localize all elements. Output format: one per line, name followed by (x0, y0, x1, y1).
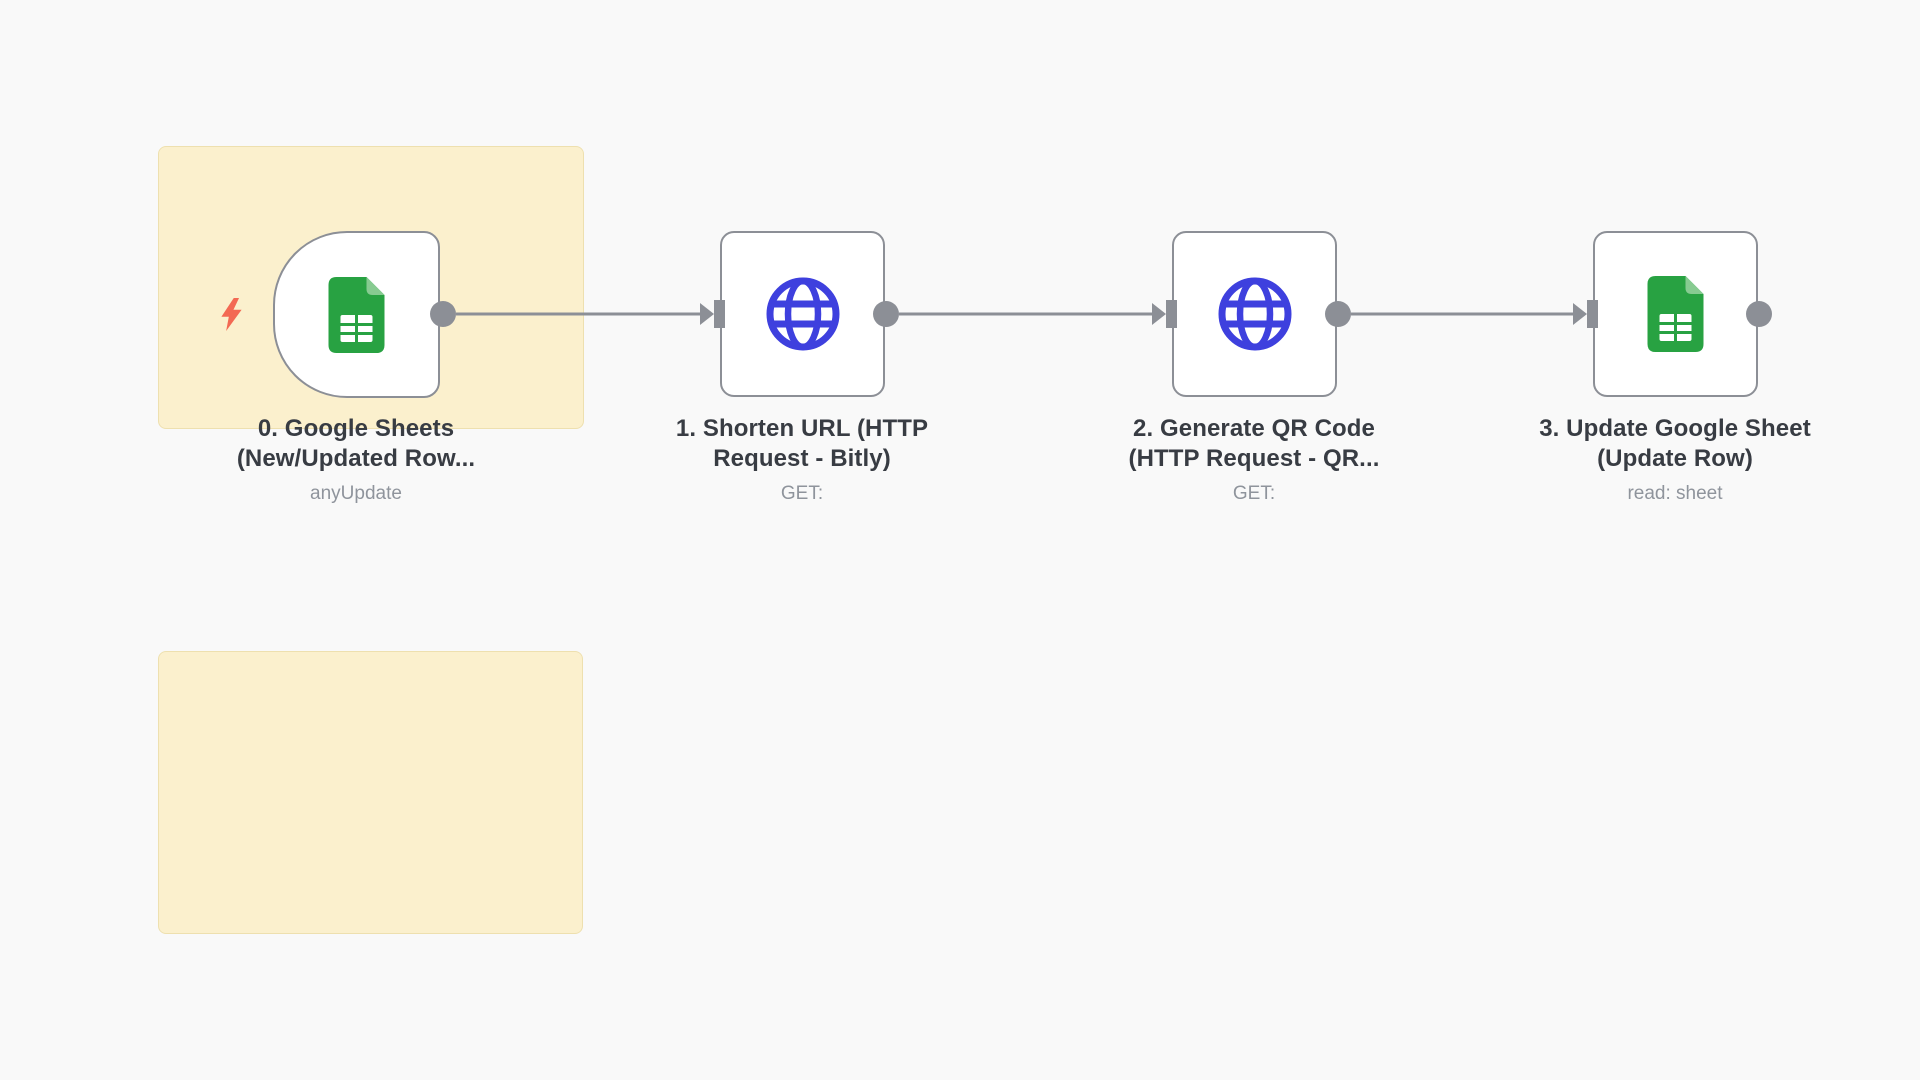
node-subtitle: GET: (1232, 483, 1276, 504)
lightning-trigger-icon (219, 298, 244, 336)
sticky-note-2[interactable] (158, 651, 583, 934)
node-title: 3. Update Google Sheet(Update Row) (1539, 415, 1811, 472)
node-shorten-url[interactable] (720, 231, 885, 397)
input-port-node3[interactable] (1573, 300, 1598, 328)
node-title: 2. Generate QR Code(HTTP Request - QR... (1128, 415, 1380, 472)
globe-icon (1218, 277, 1291, 351)
output-port-node3[interactable] (1746, 301, 1772, 327)
node-title: 0. Google Sheets(New/Updated Row... (236, 415, 476, 472)
output-port-node1[interactable] (873, 301, 899, 327)
google-sheets-icon (1647, 276, 1704, 352)
input-port-node1[interactable] (700, 300, 725, 328)
output-port-node0[interactable] (430, 301, 456, 327)
node-update-google-sheet[interactable] (1593, 231, 1758, 397)
output-port-node2[interactable] (1325, 301, 1351, 327)
globe-icon (766, 277, 839, 351)
node-generate-qr-code[interactable] (1172, 231, 1337, 397)
node-label-generate-qr-code: 2. Generate QR Code(HTTP Request - QR...… (1074, 414, 1434, 505)
node-label-update-google-sheet: 3. Update Google Sheet(Update Row) read:… (1495, 414, 1855, 505)
google-sheets-icon (328, 276, 385, 353)
node-subtitle: read: sheet (1627, 483, 1723, 504)
node-subtitle: anyUpdate (310, 483, 402, 504)
node-subtitle: GET: (780, 483, 824, 504)
input-port-node2[interactable] (1152, 300, 1177, 328)
node-label-google-sheets-trigger: 0. Google Sheets(New/Updated Row... anyU… (176, 414, 536, 505)
